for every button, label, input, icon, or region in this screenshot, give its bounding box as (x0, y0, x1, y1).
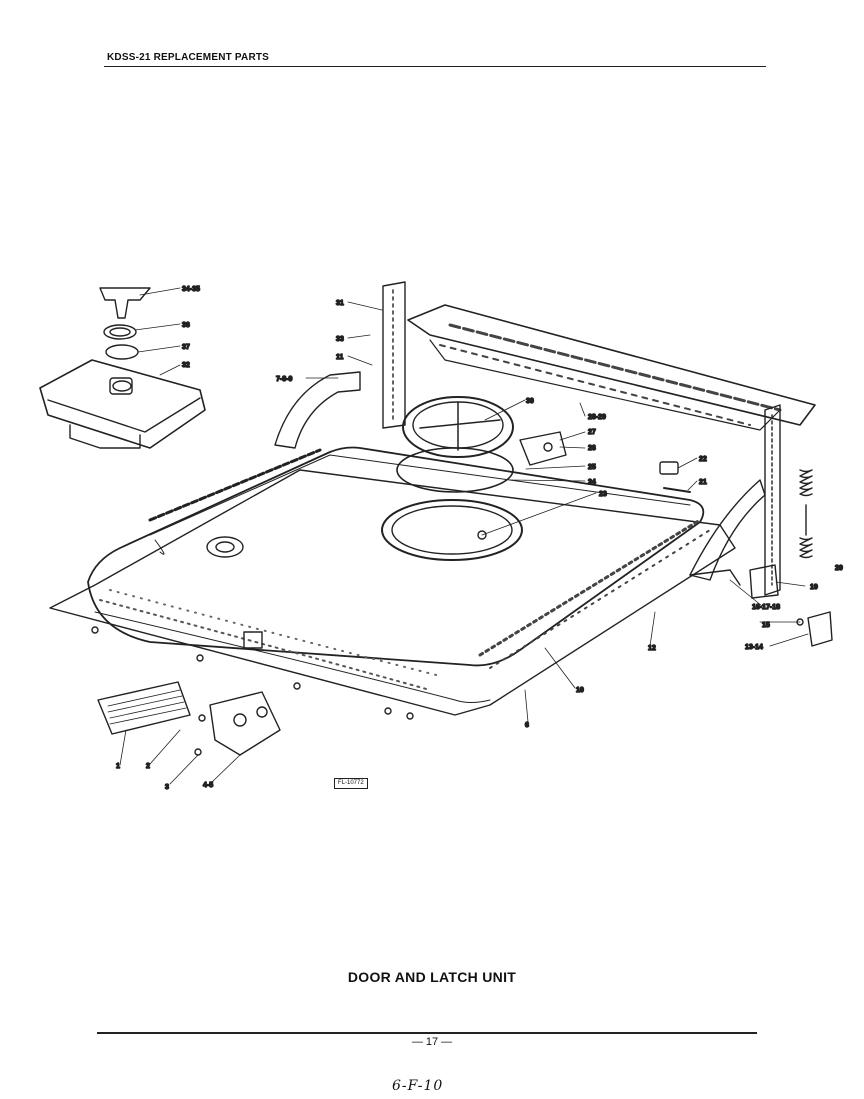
top-rail-assembly (407, 304, 816, 431)
page-number: — 17 — (411, 1036, 453, 1048)
callout-11: 11 (336, 354, 344, 361)
callout-21: 21 (699, 479, 707, 486)
callout-24: 24 (588, 479, 596, 486)
callout-15: 15 (762, 622, 770, 629)
callout-10: 10 (576, 687, 584, 694)
callout-6: 6 (525, 722, 529, 729)
callout-13-14: 13-14 (745, 644, 763, 651)
dispenser-cover-assembly (39, 287, 206, 449)
callout-2: 2 (146, 763, 150, 770)
callout-25: 25 (588, 464, 596, 471)
callout-22: 22 (699, 456, 707, 463)
springs (799, 469, 813, 559)
part-31-strip (382, 281, 406, 429)
part-30-wheel (396, 396, 514, 493)
callout-37: 37 (182, 344, 190, 351)
footer-divider (97, 1032, 757, 1034)
callout-4-5: 4-5 (203, 782, 213, 789)
right-hinge-arm (689, 479, 766, 586)
callout-23: 23 (599, 491, 607, 498)
bottom-left-parts (97, 681, 281, 756)
callout-19: 19 (810, 584, 818, 591)
callout-16-17-18: 16-17-18 (752, 604, 780, 611)
section-title: DOOR AND LATCH UNIT (347, 969, 517, 985)
door-panel (49, 446, 736, 720)
callout-7-8-9: 7-8-9 (276, 376, 292, 383)
callout-28-29: 28-29 (588, 414, 606, 421)
callout-36: 36 (182, 322, 190, 329)
callout-30: 30 (526, 398, 534, 405)
callout-27: 27 (588, 429, 596, 436)
callout-32: 32 (182, 362, 190, 369)
callout-31: 31 (336, 300, 344, 307)
callout-26: 26 (588, 445, 596, 452)
callout-33: 33 (336, 336, 344, 343)
handwritten-note: 6-F-10 (392, 1078, 444, 1094)
callout-1: 1 (116, 763, 120, 770)
figure-reference: FL-10772 (334, 778, 368, 789)
left-hinge-arm (274, 371, 361, 449)
callout-3: 3 (165, 784, 169, 791)
page-header-title: KDSS-21 REPLACEMENT PARTS (107, 52, 270, 63)
callout-12: 12 (648, 645, 656, 652)
leader-lines (119, 287, 809, 785)
part-26-latch (519, 431, 567, 466)
right-hinge-strip (764, 404, 781, 596)
dispenser-opening (381, 499, 523, 561)
callout-34-35: 34-35 (182, 286, 200, 293)
small-clips (659, 461, 691, 493)
header-divider (104, 66, 766, 67)
callout-20: 20 (835, 565, 843, 572)
